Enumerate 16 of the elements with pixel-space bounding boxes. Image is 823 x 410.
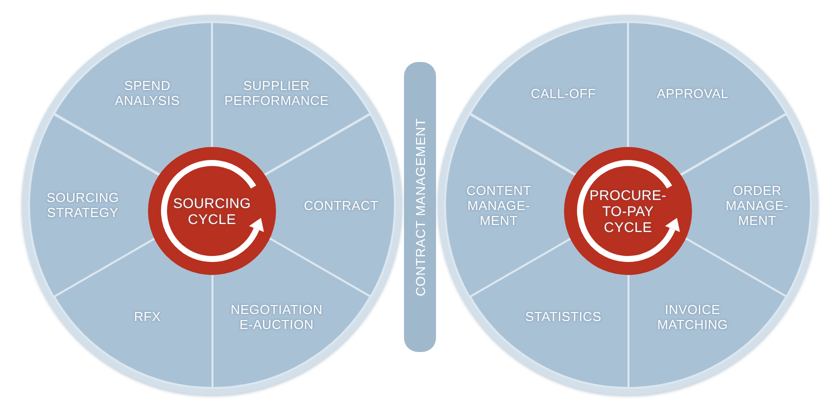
segment-label: RFX bbox=[132, 309, 162, 324]
segment-label: SUPPLIER PERFORMANCE bbox=[223, 78, 330, 108]
segment-label: CONTENT MANAGE- MENT bbox=[465, 182, 532, 228]
connector-band bbox=[404, 62, 436, 352]
segment-label: APPROVAL bbox=[656, 86, 730, 101]
segment-label: NEGOTIATION E-AUCTION bbox=[230, 302, 324, 332]
band-label: CONTRACT MANAGEMENT bbox=[412, 118, 428, 296]
segment-label: CONTRACT bbox=[302, 198, 380, 212]
segment-label: SOURCING STRATEGY bbox=[46, 190, 120, 220]
segment-label: ORDER MANAGE- MENT bbox=[724, 182, 790, 228]
segment-label: CALL-OFF bbox=[530, 86, 598, 101]
cycle-title: SOURCING CYCLE bbox=[172, 195, 252, 227]
segment-label: SPEND ANALYSIS bbox=[114, 78, 181, 108]
segment-label: INVOICE MATCHING bbox=[656, 302, 729, 332]
segment-label: STATISTICS bbox=[524, 309, 602, 324]
cycle-title: PROCURE- TO-PAY CYCLE bbox=[588, 187, 668, 235]
